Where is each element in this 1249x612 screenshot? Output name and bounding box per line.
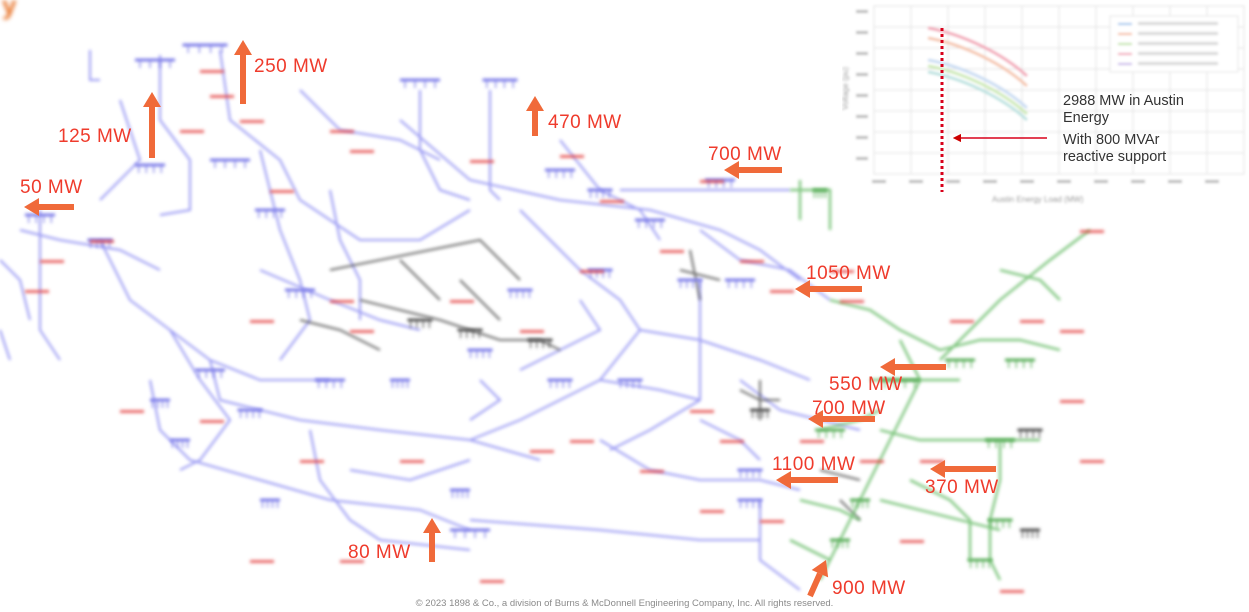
flow-arrow-125 <box>143 92 161 158</box>
flow-label-700b: 700 MW <box>812 398 886 420</box>
flow-label-80: 80 MW <box>348 542 411 564</box>
flow-label-370: 370 MW <box>925 477 999 499</box>
flow-arrow-900 <box>810 560 828 596</box>
network-gray-lines <box>300 240 860 520</box>
flow-label-470: 470 MW <box>548 112 622 134</box>
inset-note-line4: reactive support <box>1063 149 1166 166</box>
flow-arrow-50 <box>24 198 74 216</box>
flow-label-700a: 700 MW <box>708 144 782 166</box>
inset-note-line3: With 800 MVAr <box>1063 132 1159 149</box>
flow-label-50: 50 MW <box>20 177 83 199</box>
flow-label-550: 550 MW <box>829 374 903 396</box>
svg-text:Austin Energy Load (MW): Austin Energy Load (MW) <box>992 195 1084 204</box>
flow-arrow-470 <box>526 96 544 136</box>
inset-note-line2: Energy <box>1063 110 1109 127</box>
flow-arrow-250 <box>234 40 252 104</box>
pv-curve-inset: Voltage (pu) Austin Energy Load (MW) 298… <box>842 0 1249 210</box>
flow-label-900: 900 MW <box>832 578 906 600</box>
pv-curve-chart: Voltage (pu) Austin Energy Load (MW) <box>842 0 1249 210</box>
copyright-notice: © 2023 1898 & Co., a division of Burns &… <box>0 598 1249 609</box>
inset-note-line1: 2988 MW in Austin <box>1063 93 1184 110</box>
flow-label-125: 125 MW <box>58 126 132 148</box>
svg-text:Voltage (pu): Voltage (pu) <box>842 67 850 110</box>
flow-label-1100: 1100 MW <box>772 454 855 476</box>
flow-label-1050: 1050 MW <box>806 263 891 285</box>
flow-label-250: 250 MW <box>254 56 328 78</box>
flow-arrow-80 <box>423 518 441 562</box>
